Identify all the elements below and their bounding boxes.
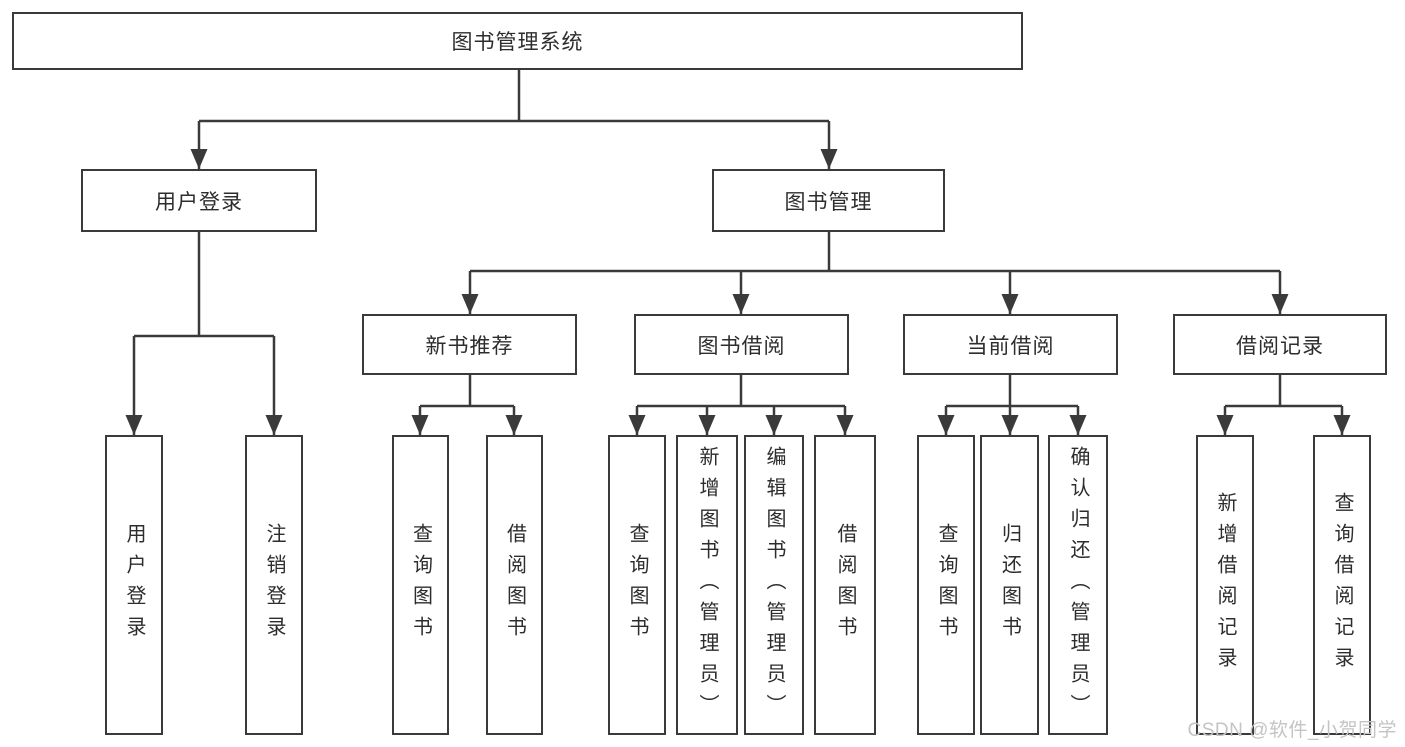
leaf-current-confirm-return-admin-label: 确认归还（管理员） [1067, 445, 1089, 725]
node-user-login: 用户登录 [81, 169, 317, 232]
arrowheads [125, 149, 1351, 435]
leaf-logout-label: 注销登录 [263, 523, 285, 647]
leaf-newbook-query-books: 查询图书 [392, 435, 449, 735]
leaf-newbook-borrow-books: 借阅图书 [486, 435, 543, 735]
leaf-current-confirm-return-admin: 确认归还（管理员） [1048, 435, 1108, 735]
leaf-borrowing-query-books-label: 查询图书 [626, 523, 648, 647]
node-book-management: 图书管理 [712, 169, 945, 232]
leaf-borrowing-edit-books-admin: 编辑图书（管理员） [744, 435, 804, 735]
connector-root-to-level2 [197, 70, 831, 169]
connector-management-to-sections [468, 232, 1282, 314]
leaf-user-login-label: 用户登录 [123, 523, 145, 647]
leaf-records-query-record: 查询借阅记录 [1313, 435, 1371, 735]
node-book-borrowing: 图书借阅 [634, 314, 849, 375]
node-library-management-system: 图书管理系统 [12, 12, 1023, 70]
connector-records-to-leaves [1223, 375, 1344, 435]
leaf-logout: 注销登录 [245, 435, 303, 735]
leaf-borrowing-borrow-books: 借阅图书 [814, 435, 876, 735]
leaf-records-add-record: 新增借阅记录 [1196, 435, 1254, 735]
leaf-borrowing-add-books-admin-label: 新增图书（管理员） [696, 445, 718, 725]
node-new-book-recommend: 新书推荐 [362, 314, 577, 375]
leaf-borrowing-borrow-books-label: 借阅图书 [834, 523, 856, 647]
leaf-borrowing-edit-books-admin-label: 编辑图书（管理员） [763, 445, 785, 725]
leaf-borrowing-add-books-admin: 新增图书（管理员） [676, 435, 738, 735]
leaf-user-login: 用户登录 [105, 435, 163, 735]
node-current-borrowing: 当前借阅 [903, 314, 1118, 375]
leaf-current-return-books: 归还图书 [980, 435, 1039, 735]
leaf-current-query-books-label: 查询图书 [935, 523, 957, 647]
node-borrowing-records: 借阅记录 [1173, 314, 1387, 375]
leaf-newbook-query-books-label: 查询图书 [409, 523, 432, 647]
leaf-newbook-borrow-books-label: 借阅图书 [503, 523, 526, 647]
connector-newbook-to-leaves [418, 375, 516, 435]
connector-login-to-leaves [132, 232, 276, 435]
leaf-current-query-books: 查询图书 [917, 435, 975, 735]
leaf-records-add-record-label: 新增借阅记录 [1214, 492, 1236, 678]
csdn-watermark: CSDN @软件_小贺同学 [1187, 720, 1397, 741]
leaf-borrowing-query-books: 查询图书 [608, 435, 666, 735]
connector-borrowing-to-leaves [635, 375, 847, 435]
leaf-records-query-record-label: 查询借阅记录 [1331, 492, 1353, 678]
leaf-current-return-books-label: 归还图书 [998, 523, 1021, 647]
